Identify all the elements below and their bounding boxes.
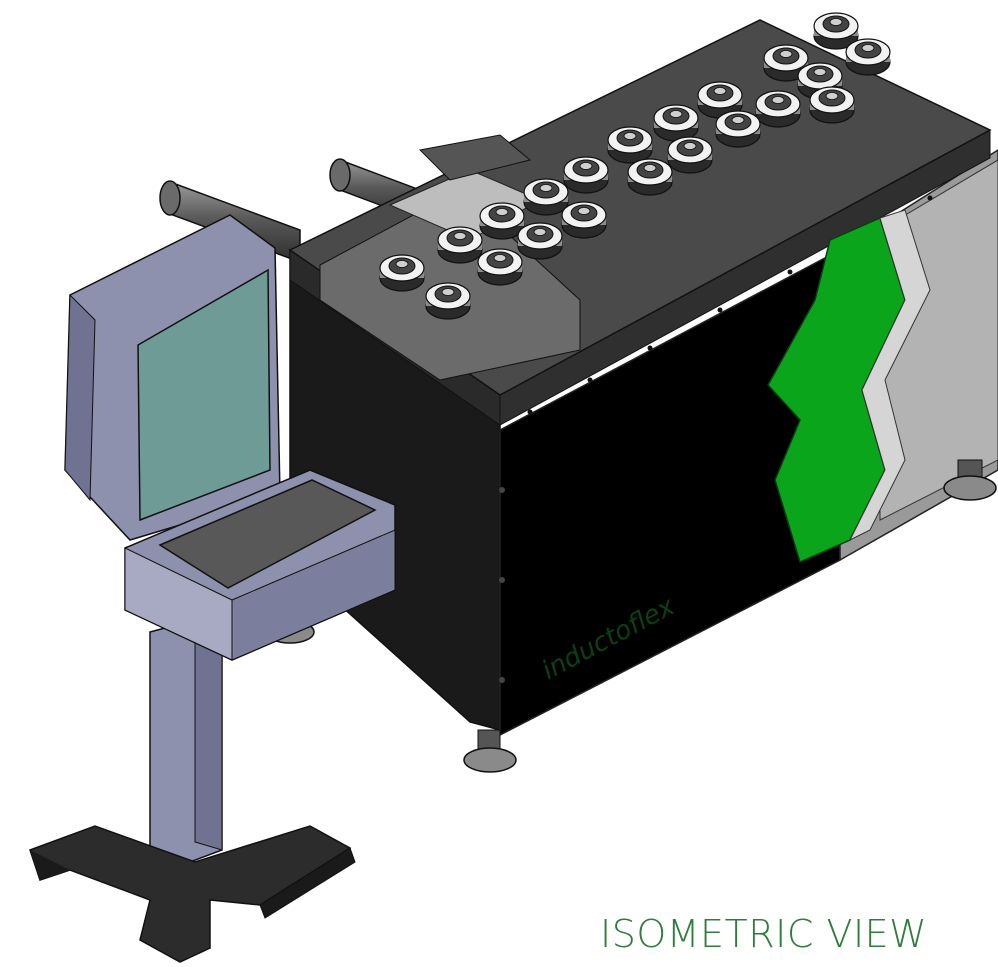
roller-stack [379, 12, 891, 320]
roller [715, 110, 761, 148]
roller [477, 248, 523, 286]
roller [813, 12, 859, 50]
roller [763, 44, 809, 82]
roller [379, 254, 425, 292]
roller [517, 222, 563, 260]
roller [627, 158, 673, 196]
roller [653, 104, 699, 142]
keyboard-surface [158, 479, 377, 589]
roller [667, 136, 713, 174]
roller [755, 90, 801, 128]
roller [479, 202, 525, 240]
roller [845, 38, 891, 76]
roller [523, 178, 569, 216]
roller [425, 282, 471, 320]
roller [563, 156, 609, 194]
machine-body [288, 19, 998, 737]
roller [607, 126, 653, 164]
view-caption: ISOMETRIC VIEW [600, 912, 928, 956]
operator-console [29, 214, 396, 963]
console-base [29, 825, 356, 963]
green-accent-band [767, 209, 931, 564]
monitor-screen [137, 268, 271, 522]
roller [561, 201, 607, 239]
leveling-feet [265, 459, 997, 773]
roller [809, 86, 855, 124]
roller [437, 226, 483, 264]
